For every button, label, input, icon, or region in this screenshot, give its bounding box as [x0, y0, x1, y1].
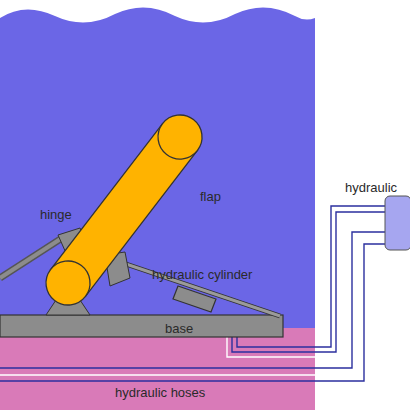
part-label: hydraulic cylinder [152, 268, 252, 282]
seabed [0, 328, 315, 410]
part-label: hydraulic [345, 181, 397, 195]
part-label: base [165, 322, 193, 336]
flap [37, 106, 211, 314]
part-label: flap [200, 190, 221, 204]
hydraulic-cylinder [173, 286, 216, 312]
part-label: hydraulic hoses [115, 386, 205, 400]
hydraulic-cylinder-rod-inner [120, 262, 280, 316]
part-label: hinge [40, 208, 72, 222]
hydraulic-unit [385, 196, 410, 250]
hydraulic-cylinder-rod [120, 262, 280, 316]
base [0, 315, 283, 337]
sea [0, 7, 315, 330]
hydraulic-hoses [0, 206, 386, 381]
